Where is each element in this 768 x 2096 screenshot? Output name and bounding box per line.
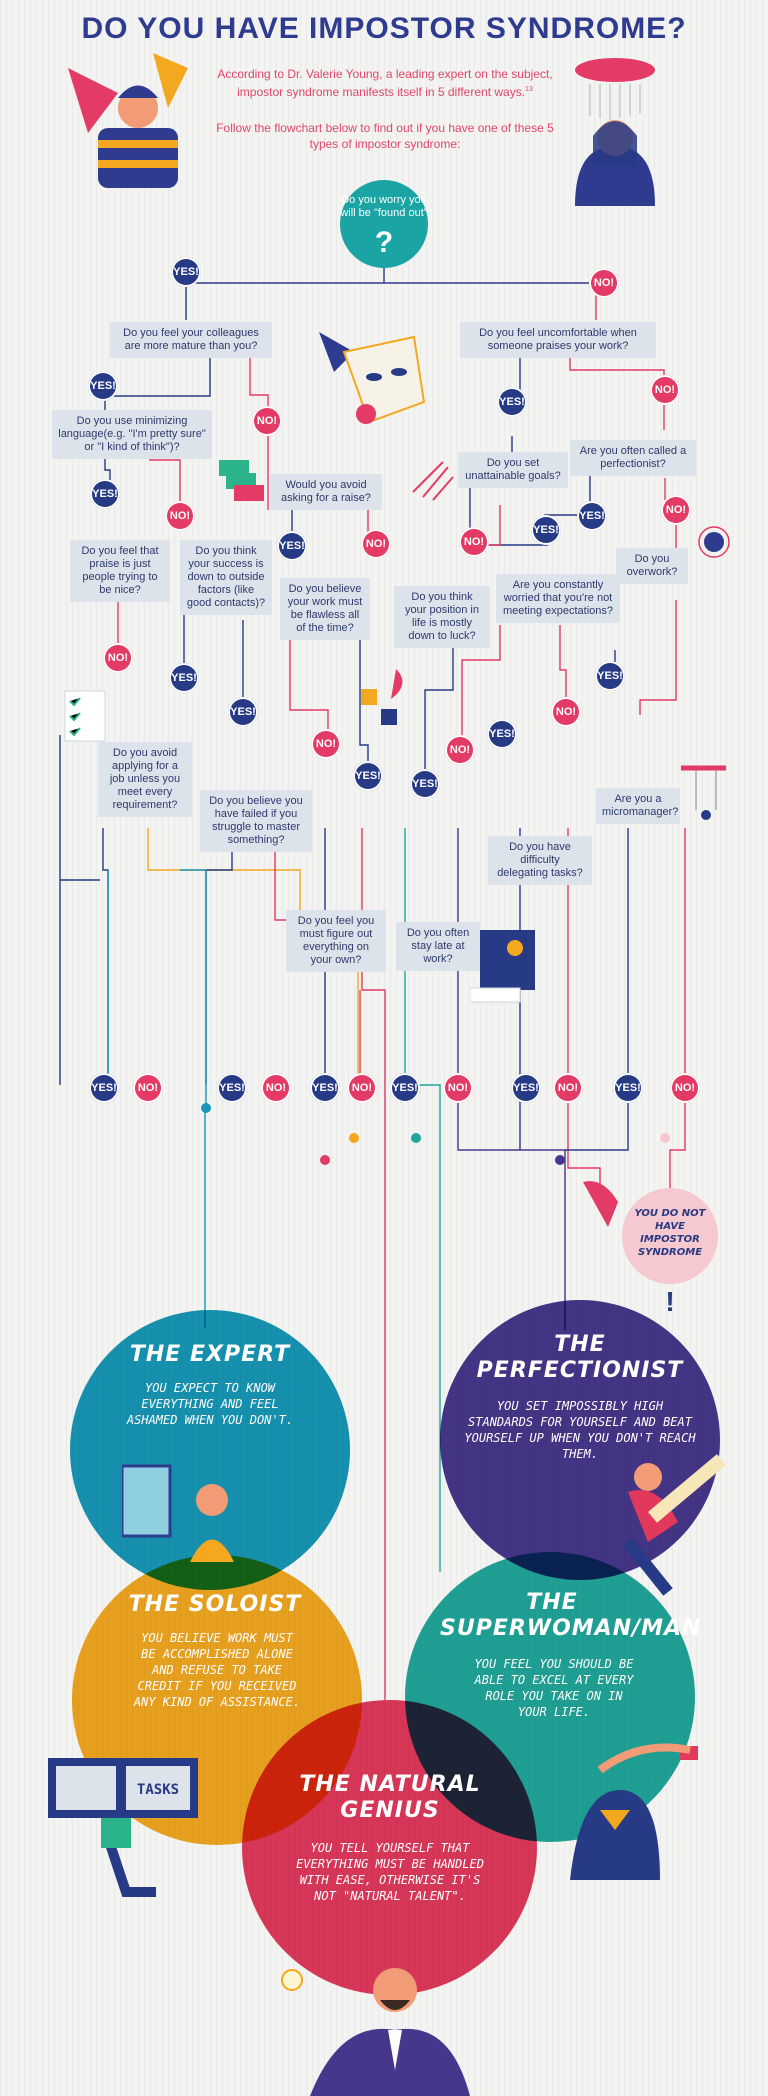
ok-hand-illustration (583, 1181, 618, 1227)
question-uncomfortable-praise: Do you feel uncomfortable when someone p… (460, 322, 656, 358)
badge-yes: YES! (497, 387, 527, 417)
badge-no: NO! (347, 1073, 377, 1103)
badge-no: NO! (261, 1073, 291, 1103)
result-desc-perfectionist: You set impossibly high standards for yo… (464, 1399, 696, 1461)
badge-yes: YES! (88, 371, 118, 401)
result-title-superwoman: THE SUPERWOMAN/MAN (440, 1590, 702, 1641)
badge-yes: YES! (353, 761, 383, 791)
badge-no: NO! (459, 527, 489, 557)
question-work-flawless: Do you believe your work must be flawles… (280, 578, 370, 640)
puppet-illustration (681, 765, 726, 820)
question-outside-factors: Do you think your success is down to out… (180, 540, 272, 615)
question-avoid-applying: Do you avoid applying for a job unless y… (98, 742, 192, 817)
intro-instruction: Follow the flowchart below to find out i… (216, 121, 554, 151)
checklist-illustration (64, 690, 106, 742)
badge-no: NO! (103, 643, 133, 673)
question-unattainable-goals: Do you set unattainable goals? (458, 452, 568, 488)
badge-yes: YES! (89, 1073, 119, 1103)
question-called-perfectionist: Are you often called a perfectionist? (570, 440, 696, 476)
badge-yes: YES! (169, 663, 199, 693)
question-avoid-raise: Would you avoid asking for a raise? (270, 474, 382, 510)
badge-no: NO! (443, 1073, 473, 1103)
globe-illustration (698, 526, 730, 558)
badge-yes: YES! (487, 719, 517, 749)
badge-no: NO! (551, 697, 581, 727)
mask-illustration (319, 332, 426, 424)
result-desc-superwoman: You feel you should be able to excel at … (474, 1657, 634, 1719)
result-title-natural-genius: THE NATURAL GENIUS (299, 1772, 481, 1823)
badge-no: NO! (252, 406, 282, 436)
badge-yes: YES! (577, 501, 607, 531)
tasks-man-illustration: TASKS (48, 1758, 198, 1897)
start-question: Do you worry you will be "found out" ? (340, 180, 428, 268)
worried-man-illustration (68, 53, 188, 188)
question-not-meeting-expectations: Are you constantly worried that you're n… (496, 574, 620, 623)
question-praise-nice: Do you feel that praise is just people t… (70, 540, 170, 602)
page-title: DO YOU HAVE IMPOSTOR SYNDROME? (81, 12, 687, 45)
question-failed-struggle: Do you believe you have failed if you st… (200, 790, 312, 852)
natural-genius-man-illustration (281, 1968, 470, 2096)
result-title-perfectionist: THE PERFECTIONIST (476, 1332, 684, 1383)
badge-no: NO! (650, 375, 680, 405)
question-delegating-tasks: Do you have difficulty delegating tasks? (488, 836, 592, 885)
badge-yes: YES! (595, 661, 625, 691)
question-position-luck: Do you think your position in life is mo… (394, 586, 490, 648)
badge-yes: YES! (217, 1073, 247, 1103)
arrows-target-illustration (412, 461, 454, 501)
badge-yes: YES! (277, 531, 307, 561)
no-impostor-syndrome-result: YOU DO NOT HAVE IMPOSTOR SYNDROME ! (622, 1188, 718, 1317)
question-colleagues-mature: Do you feel your colleagues are more mat… (110, 322, 272, 358)
badge-yes: YES! (90, 479, 120, 509)
measuring-woman-illustration (623, 1454, 726, 1596)
superwoman-illustration (570, 1743, 698, 1880)
night-window-illustration (470, 930, 535, 1003)
badge-yes: YES! (511, 1073, 541, 1103)
tasks-sign-label: TASKS (137, 1782, 179, 1798)
result-desc-natural-genius: You tell yourself that everything must b… (296, 1841, 484, 1903)
badge-no: NO! (133, 1073, 163, 1103)
question-minimizing-language: Do you use minimizing language(e.g. "I'm… (52, 410, 212, 459)
result-circle-natural-genius (242, 1700, 537, 1995)
dice-illustration (361, 669, 403, 725)
question-stay-late: Do you often stay late at work? (396, 922, 480, 971)
badge-no: NO! (311, 729, 341, 759)
badge-no: NO! (361, 529, 391, 559)
badge-no: NO! (445, 735, 475, 765)
badge-yes: YES! (390, 1073, 420, 1103)
result-title-expert: THE EXPERT (129, 1342, 291, 1367)
intro-text: According to Dr. Valerie Young, a leadin… (217, 67, 553, 99)
badge-no: NO! (589, 268, 619, 298)
question-overwork: Do you overwork? (616, 548, 688, 584)
result-desc-expert: You expect to know everything and feel a… (126, 1381, 294, 1427)
badge-yes: YES! (171, 257, 201, 287)
badge-yes: YES! (410, 769, 440, 799)
badge-no: NO! (553, 1073, 583, 1103)
result-circle-perfectionist (440, 1300, 720, 1580)
badge-no: NO! (165, 501, 195, 531)
badge-yes: YES! (531, 515, 561, 545)
badge-no: NO! (670, 1073, 700, 1103)
badge-yes: YES! (228, 697, 258, 727)
badge-yes: YES! (310, 1073, 340, 1103)
badge-yes: YES! (613, 1073, 643, 1103)
badge-no: NO! (661, 495, 691, 525)
mirror-illustration (122, 1464, 234, 1562)
money-illustration (219, 460, 264, 501)
result-title-soloist: THE SOLOIST (128, 1592, 302, 1617)
question-micromanager: Are you a micromanager? (596, 788, 680, 824)
result-desc-soloist: You believe work must be accomplished al… (133, 1631, 301, 1709)
rain-cloud-woman-illustration (575, 58, 655, 206)
question-figure-out-own: Do you feel you must figure out everythi… (286, 910, 386, 972)
